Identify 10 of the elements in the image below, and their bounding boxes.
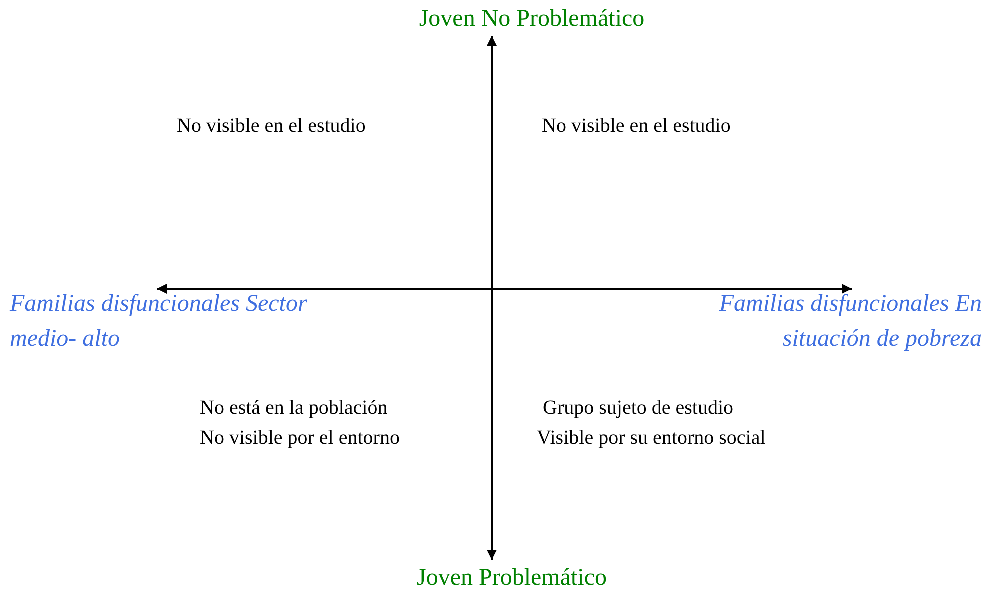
axis-label: Familias disfuncionales Sector medio- alto [10, 290, 308, 354]
quadrant-note: No está en la población [200, 396, 389, 421]
axis-label: Joven No Problemático [418, 5, 646, 34]
quadrant-note: No visible por el entorno [200, 426, 401, 451]
quadrant-note: No visible en el estudio [542, 114, 732, 139]
axis-label: Familias disfuncionales En situación de pobreza [718, 290, 982, 354]
quadrant-note: Visible por su entorno social [537, 426, 767, 451]
quadrant-note: No visible en el estudio [177, 114, 367, 139]
axis-label: Joven Problemático [416, 564, 608, 592]
quadrant-note: Grupo sujeto de estudio [543, 396, 735, 421]
